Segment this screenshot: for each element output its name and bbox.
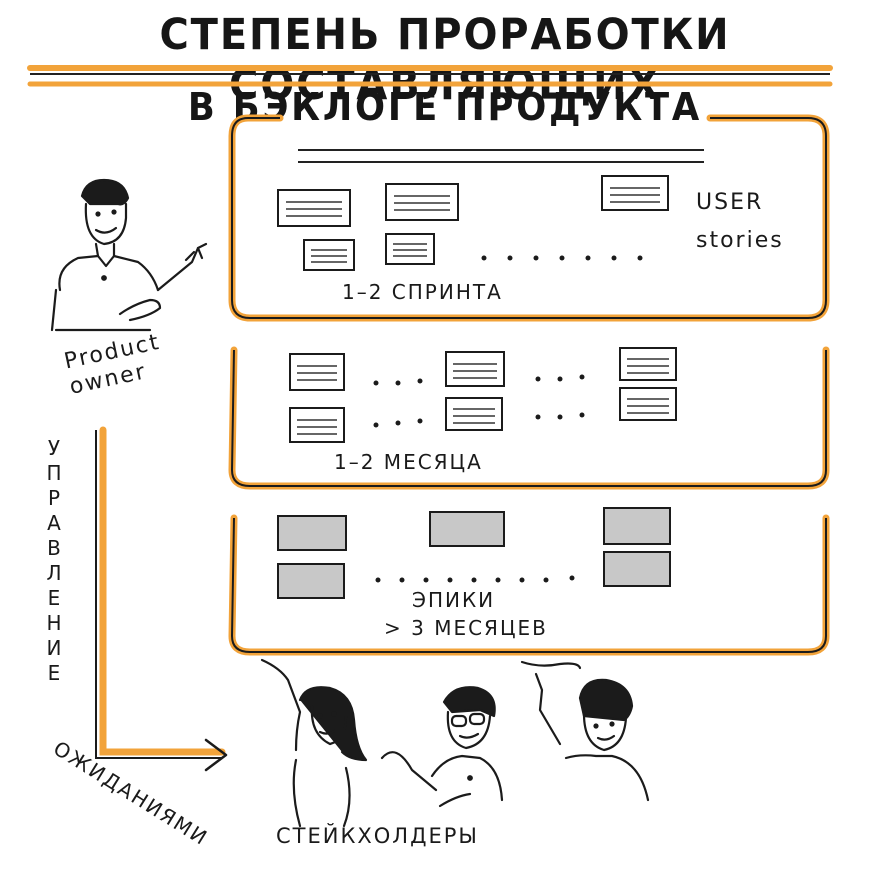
tier-2-cards [289,347,677,443]
feature-card [289,407,345,443]
ellipsis-dots [481,255,643,261]
epic-card [603,507,671,545]
feature-card [619,347,677,381]
epic-card [277,563,345,599]
epic-card [603,551,671,587]
feature-card [445,351,505,387]
title-underline [27,65,833,87]
epic-card [277,515,347,551]
story-card [385,233,435,265]
tier-2-frame [228,346,830,490]
feature-card [445,397,503,431]
tier-2-label: 1–2 МЕСЯЦА [334,450,483,474]
tier-1-cards [277,175,669,271]
epic-card [429,511,505,547]
tier-1-label: 1–2 СПРИНТА [342,280,503,304]
tier-1-note: USER stories [696,190,784,253]
page-subtitle: В БЭКЛОГЕ ПРОДУКТА [187,85,703,129]
story-card [303,239,355,271]
tier-1-frame [228,114,830,322]
feature-card [619,387,677,421]
tier-3-frame [228,514,830,656]
story-card [601,175,669,211]
product-owner-figure [50,178,208,332]
ellipsis-dots [373,374,585,428]
tier-3-label-line1: ЭПИКИ [412,588,496,612]
stakeholder-man-curly-figure [520,660,650,802]
flow-arrow [95,426,228,772]
feature-card [289,353,345,391]
stakeholder-man-glasses-figure [380,686,504,808]
flow-label-vertical: УПРАВЛЕНИЕ [46,436,64,685]
tier-3-cards [277,507,671,599]
story-card [385,183,459,221]
stakeholders-label: СТЕЙКХОЛДЕРЫ [276,824,479,848]
ellipsis-dots [375,575,575,583]
tier-3-label-line2: > 3 МЕСЯЦЕВ [384,616,548,640]
stakeholder-woman-figure [260,658,368,828]
story-card [277,189,351,227]
